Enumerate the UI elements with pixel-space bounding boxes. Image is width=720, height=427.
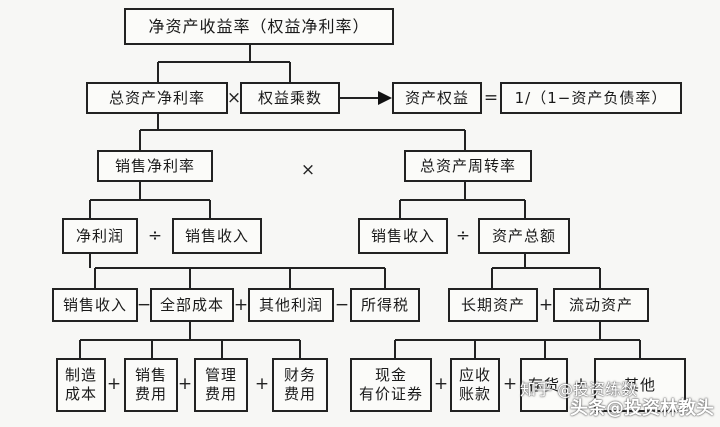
operator-divide: ÷ — [455, 226, 471, 246]
node-roe: 净资产收益率（权益净利率） — [124, 8, 394, 45]
node-long-term-assets: 长期资产 — [448, 288, 538, 322]
node-other-assets: 其他 — [594, 358, 686, 412]
node-net-profit-margin: 销售净利率 — [97, 150, 213, 182]
node-roa: 总资产净利率 — [86, 82, 228, 114]
operator-minus: − — [136, 295, 152, 315]
operator-plus: + — [573, 374, 589, 394]
node-other-profit: 其他利润 — [248, 288, 334, 322]
node-admin-expense: 管理 费用 — [194, 358, 248, 412]
operator-plus: + — [177, 374, 193, 394]
operator-times: × — [300, 160, 316, 180]
node-sales-revenue: 销售收入 — [358, 218, 448, 254]
node-equity-multiplier: 权益乘数 — [240, 82, 340, 114]
arrow-head-icon — [378, 91, 392, 105]
node-total-assets: 资产总额 — [478, 218, 570, 254]
operator-plus: + — [233, 295, 249, 315]
operator-plus: + — [502, 374, 518, 394]
node-finance-expense: 财务 费用 — [272, 358, 328, 412]
operator-times: × — [226, 88, 242, 108]
node-inventory: 存货 — [520, 358, 568, 412]
node-current-assets: 流动资产 — [553, 288, 649, 322]
node-manufacturing-cost: 制造 成本 — [56, 358, 106, 412]
operator-minus: − — [334, 295, 350, 315]
operator-plus: + — [538, 295, 554, 315]
operator-plus: + — [106, 374, 122, 394]
node-equity-formula: 1/（1−资产负债率） — [500, 82, 682, 114]
node-receivables: 应收 账款 — [450, 358, 500, 412]
operator-divide: ÷ — [147, 226, 163, 246]
node-sales-revenue: 销售收入 — [172, 218, 262, 254]
node-cash-securities: 现金 有价证券 — [350, 358, 432, 412]
node-asset-equity: 资产权益 — [392, 82, 482, 114]
node-net-profit: 净利润 — [62, 218, 138, 254]
node-sales-revenue: 销售收入 — [52, 288, 138, 322]
operator-equals: = — [483, 88, 499, 108]
node-selling-expense: 销售 费用 — [124, 358, 178, 412]
operator-plus: + — [254, 374, 270, 394]
node-total-cost: 全部成本 — [150, 288, 234, 322]
watermark-zhihu: 知乎 @投资练数 — [520, 380, 638, 399]
operator-plus: + — [433, 374, 449, 394]
watermark-toutiao: 头条@投资林教头 — [570, 398, 714, 419]
node-asset-turnover: 总资产周转率 — [404, 150, 532, 182]
node-income-tax: 所得税 — [350, 288, 420, 322]
